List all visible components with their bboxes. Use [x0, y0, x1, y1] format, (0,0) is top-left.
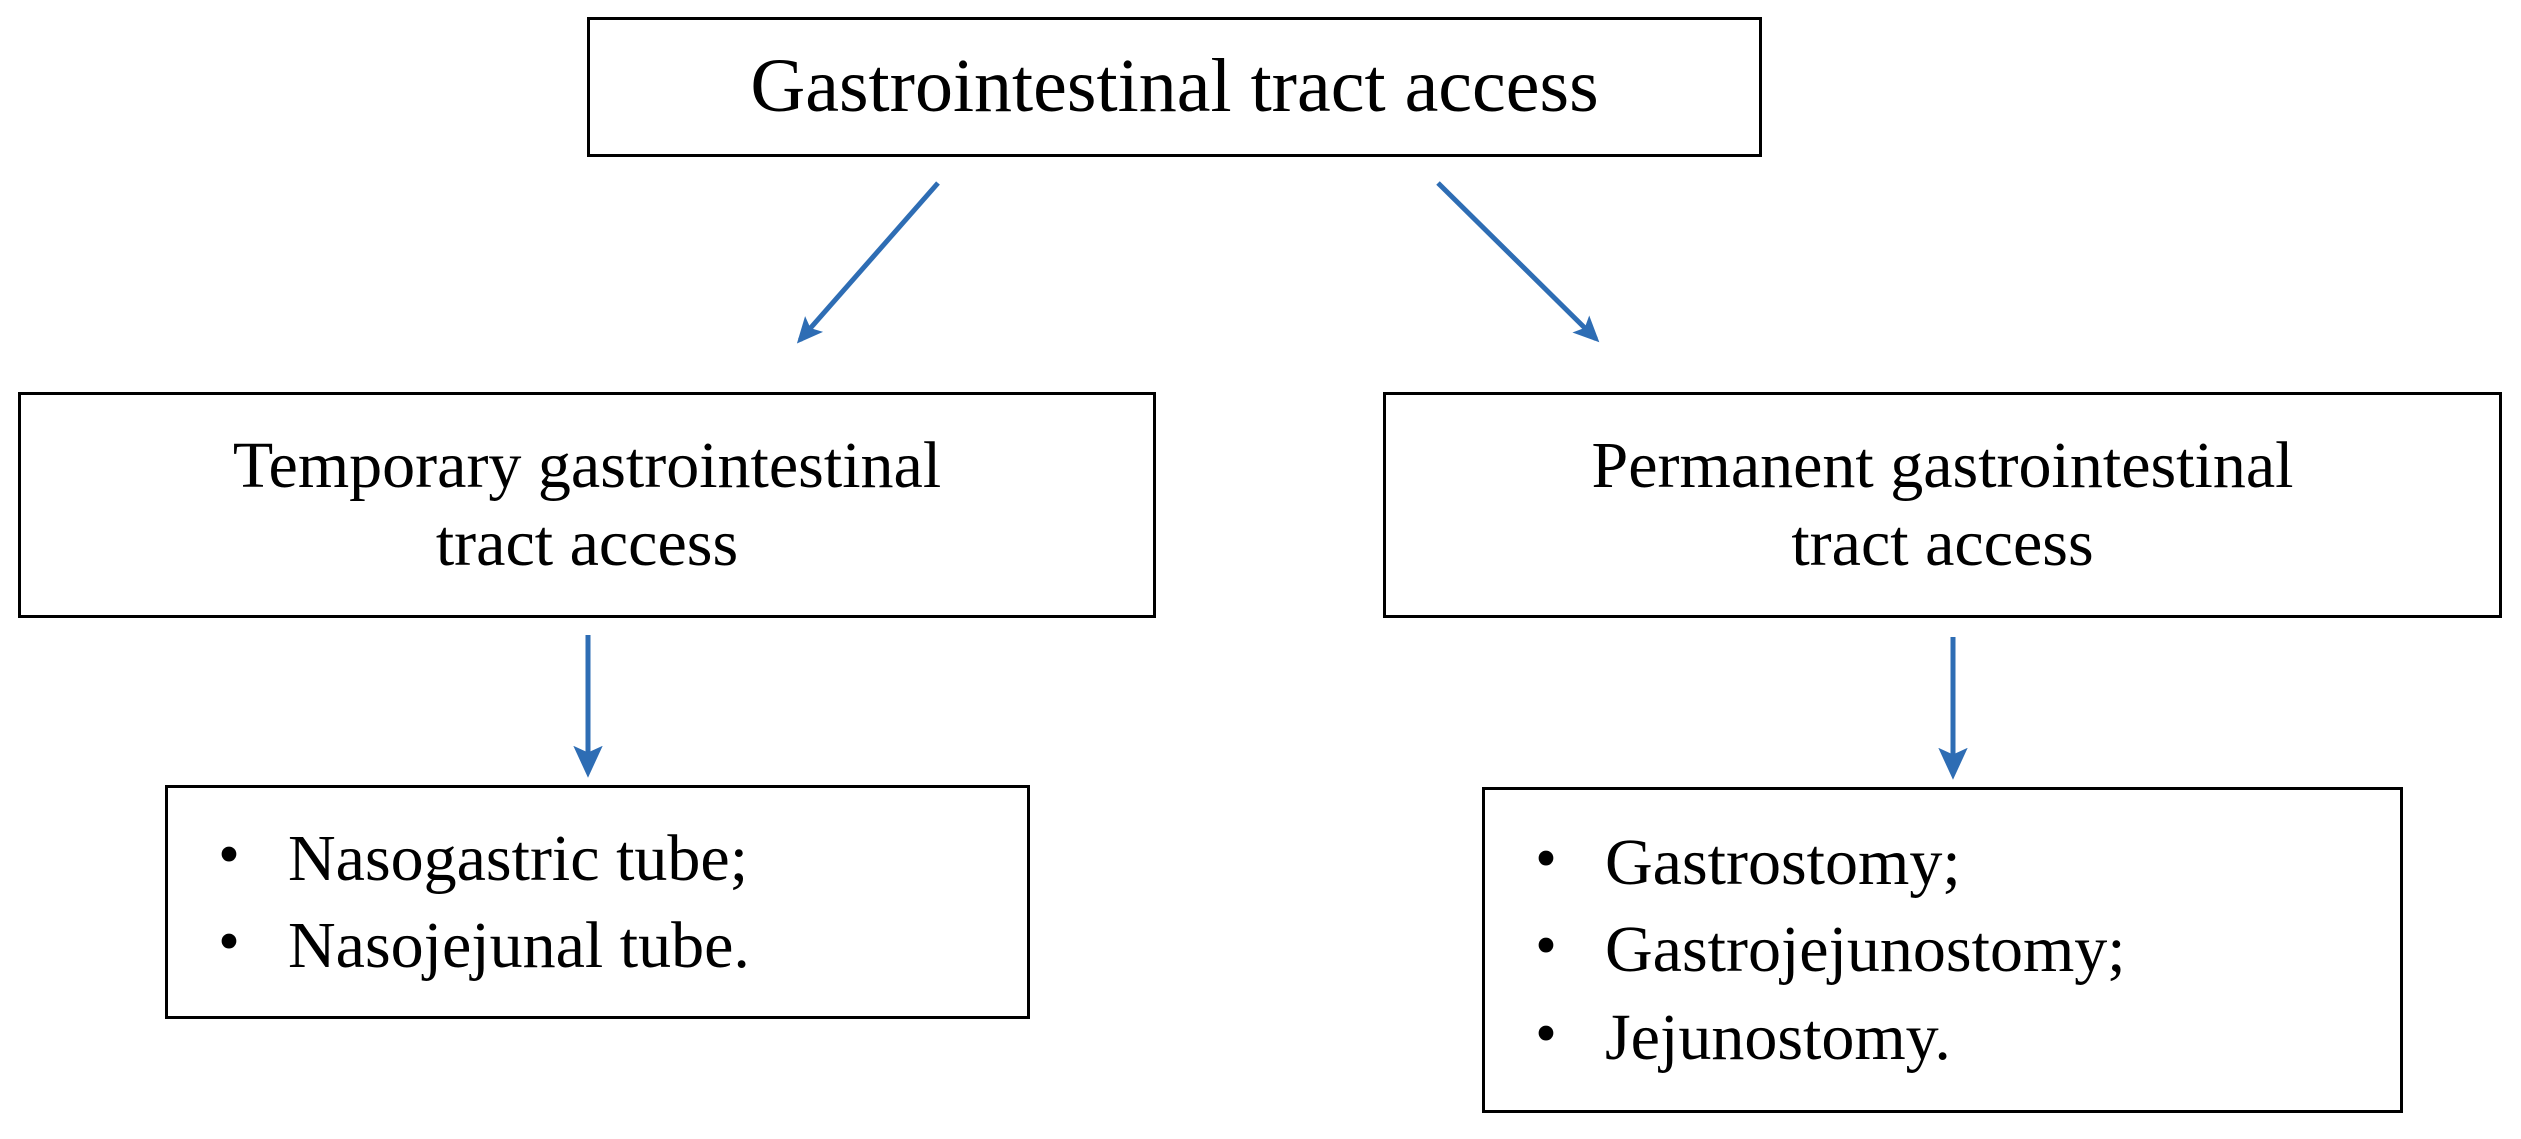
node-temporary-items: • Nasogastric tube; • Nasojejunal tube. [165, 785, 1030, 1019]
bullet-icon: • [1535, 999, 1557, 1068]
permanent-items-list: • Gastrostomy; • Gastrojejunostomy; • Je… [1485, 819, 2126, 1081]
node-permanent-items: • Gastrostomy; • Gastrojejunostomy; • Je… [1482, 787, 2403, 1113]
list-item-label: Nasojejunal tube. [288, 909, 750, 982]
list-item: • Nasojejunal tube. [208, 902, 750, 989]
bullet-icon: • [1535, 912, 1557, 981]
node-permanent-access: Permanent gastrointestinal tract access [1383, 392, 2502, 618]
node-temporary-access: Temporary gastrointestinal tract access [18, 392, 1156, 618]
node-temporary-access-label: Temporary gastrointestinal tract access [232, 429, 942, 580]
edge-root-to-temporary [796, 181, 940, 344]
list-item-label: Nasogastric tube; [288, 821, 749, 895]
list-item: • Jejunostomy. [1525, 994, 2126, 1081]
node-permanent-access-label: Permanent gastrointestinal tract access [1591, 429, 2294, 580]
bullet-icon: • [218, 820, 240, 889]
list-item: • Gastrostomy; [1525, 819, 2126, 906]
bullet-icon: • [1535, 825, 1557, 894]
edge-root-to-permanent [1436, 181, 1600, 343]
temporary-items-list: • Nasogastric tube; • Nasojejunal tube. [168, 815, 750, 989]
list-item-label: Jejunostomy. [1605, 1000, 1951, 1074]
list-item-label: Gastrostomy; [1605, 826, 1961, 900]
bullet-icon: • [218, 908, 240, 976]
list-item: • Gastrojejunostomy; [1525, 906, 2126, 993]
node-root-label: Gastrointestinal tract access [750, 44, 1599, 129]
list-item-label: Gastrojejunostomy; [1605, 913, 2126, 987]
list-item: • Nasogastric tube; [208, 815, 750, 902]
node-root: Gastrointestinal tract access [587, 17, 1762, 157]
